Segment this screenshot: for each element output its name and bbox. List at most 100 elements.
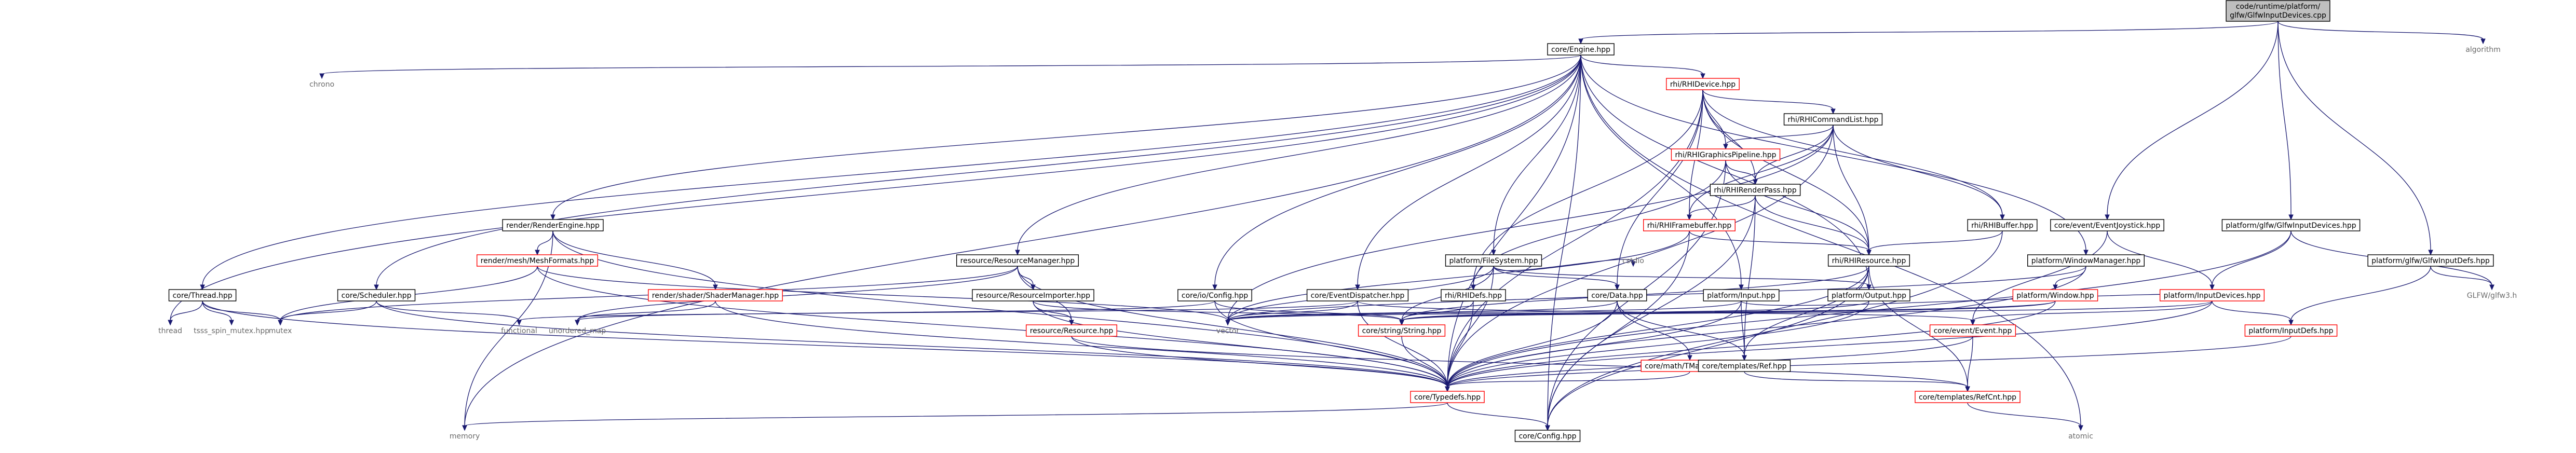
node-resimp[interactable]: resource/ResourceImporter.hpp [972, 289, 1094, 301]
node-label: core/templates/RefCnt.hpp [1919, 393, 2016, 402]
node-refcnt[interactable]: core/templates/RefCnt.hpp [1915, 391, 2021, 403]
node-label: resource/Resource.hpp [1030, 327, 1114, 335]
edge-meshfmt-to-typedefs [537, 266, 1450, 392]
edge-engine-to-scheduler [374, 54, 1581, 291]
node-label: core/Data.hpp [1591, 292, 1643, 300]
edge-rhidevice-to-typedefs [1445, 89, 1703, 392]
edge-data-to-tmath [1617, 300, 1692, 361]
edge-data-to-vector [1225, 300, 1618, 326]
edge-root-to-algorithm [2277, 21, 2486, 45]
node-inputdefs[interactable]: platform/InputDefs.hpp [2244, 324, 2338, 337]
edge-root-to-glfwdefs [2277, 21, 2433, 256]
edge-tmath-to-typedefs [1445, 371, 1690, 392]
node-rhibuffer[interactable]: rhi/RHIBuffer.hpp [1967, 219, 2038, 231]
node-shadermgr[interactable]: render/shader/ShaderManager.hpp [648, 289, 783, 301]
node-rhidevice[interactable]: rhi/RHIDevice.hpp [1666, 78, 1740, 90]
node-label: chrono [309, 80, 334, 89]
node-label: platform/Input.hpp [1707, 292, 1775, 300]
node-glfw: GLFW/glfw3.h [2467, 292, 2517, 300]
edge-engine-to-resmgr [1015, 54, 1581, 256]
node-label: unordered_map [549, 327, 606, 335]
node-mutex: mutex [269, 327, 292, 335]
node-resres[interactable]: resource/Resource.hpp [1026, 324, 1117, 337]
node-engine[interactable]: core/Engine.hpp [1547, 43, 1615, 56]
node-label: resource/ResourceManager.hpp [960, 257, 1075, 265]
node-label: vector [1216, 327, 1240, 335]
edge-filesystem-to-cmdio [1493, 259, 1636, 271]
edge-engine-to-output [1580, 54, 1872, 291]
edge-scheduler-to-mutex [278, 300, 377, 326]
node-inputdev[interactable]: platform/InputDevices.hpp [2159, 289, 2265, 301]
node-ioconfig[interactable]: core/io/Config.hpp [1177, 289, 1252, 301]
node-label: rhi/RHIFramebuffer.hpp [1647, 222, 1732, 230]
edge-ioconfig-to-string [1214, 300, 1404, 326]
node-label: core/EventDispatcher.hpp [1311, 292, 1405, 300]
node-rhidefs[interactable]: rhi/RHIDefs.hpp [1441, 289, 1506, 301]
node-typedefs[interactable]: core/Typedefs.hpp [1410, 391, 1485, 403]
node-algorithm: algorithm [2465, 46, 2501, 54]
node-root[interactable]: code/runtime/platform/glfw/GlfwInputDevi… [2226, 0, 2330, 22]
node-filesystem[interactable]: platform/FileSystem.hpp [1445, 254, 1542, 267]
edge-inputdev-to-event [1970, 300, 2213, 326]
edge-rengine-to-meshfmt [535, 230, 553, 256]
node-umap: unordered_map [549, 327, 606, 335]
edge-glfwdefs-to-glfw [2430, 266, 2494, 291]
edge-engine-to-filesystem [1491, 54, 1581, 256]
edge-engine-to-rengine [550, 54, 1581, 221]
node-gpipeline[interactable]: rhi/RHIGraphicsPipeline.hpp [1671, 148, 1781, 161]
node-thread[interactable]: core/Thread.hpp [168, 289, 237, 301]
edge-glfwdev-to-inputdev [2209, 230, 2292, 291]
node-event[interactable]: core/event/Event.hpp [1929, 324, 2016, 337]
node-glfwdev[interactable]: platform/glfw/GlfwInputDevices.hpp [2221, 219, 2361, 231]
node-tsmutex: tsss_spin_mutex.hpp [194, 327, 269, 335]
node-label: algorithm [2465, 46, 2501, 54]
node-label: atomic [2068, 432, 2093, 441]
edge-rhibuffer-to-rhires [1866, 230, 2003, 256]
edge-typedefs-to-config [1447, 402, 1550, 431]
edge-engine-to-ioconfig [1212, 54, 1581, 291]
node-vector: vector [1216, 327, 1240, 335]
edge-gpipeline-to-renderpass [1725, 160, 1758, 185]
node-renderpass[interactable]: rhi/RHIRenderPass.hpp [1710, 184, 1801, 196]
edge-scheduler-to-functional [376, 300, 522, 326]
edge-engine-to-memory [462, 54, 1581, 431]
node-label: rhi/RHIResource.hpp [1832, 257, 1906, 265]
node-scheduler[interactable]: core/Scheduler.hpp [337, 289, 416, 301]
node-meshfmt[interactable]: render/mesh/MeshFormats.hpp [476, 254, 599, 267]
node-window[interactable]: platform/Window.hpp [2012, 289, 2098, 301]
edge-resres-to-refcnt [1071, 336, 1970, 392]
edge-thread-to-typedefs [202, 300, 1450, 392]
node-cmdlist[interactable]: rhi/RHICommandList.hpp [1783, 113, 1883, 126]
node-output[interactable]: platform/Output.hpp [1827, 289, 1910, 301]
node-rhires[interactable]: rhi/RHIResource.hpp [1827, 254, 1910, 267]
node-string[interactable]: core/string/String.hpp [1358, 324, 1446, 337]
edge-rhidevice-to-cmdlist [1702, 89, 1836, 115]
node-ref[interactable]: core/templates/Ref.hpp [1698, 360, 1791, 372]
node-winmgr[interactable]: platform/WindowManager.hpp [2027, 254, 2145, 267]
node-label: render/shader/ShaderManager.hpp [652, 292, 779, 300]
node-rengine[interactable]: render/RenderEngine.hpp [502, 219, 604, 231]
edge-engine-to-input [1580, 54, 1744, 291]
edge-rengine-to-shadermgr [552, 230, 718, 291]
node-resmgr[interactable]: resource/ResourceManager.hpp [956, 254, 1079, 267]
node-config[interactable]: core/Config.hpp [1514, 430, 1581, 442]
edge-dispatcher-to-event [1357, 300, 1975, 326]
node-joystick[interactable]: core/event/EventJoystick.hpp [2050, 219, 2164, 231]
edge-string-to-typedefs [1401, 336, 1450, 392]
edge-glfwdefs-to-inputdefs [2288, 266, 2431, 326]
node-cmdio: cstdio [1622, 257, 1644, 265]
edge-engine-to-thread [200, 54, 1581, 291]
node-label: tsss_spin_mutex.hpp [194, 327, 269, 335]
node-input[interactable]: platform/Input.hpp [1703, 289, 1780, 301]
edge-ioconfig-to-umap [575, 300, 1215, 326]
node-label: mutex [269, 327, 292, 335]
node-data[interactable]: core/Data.hpp [1587, 289, 1647, 301]
edge-engine-to-dispatcher [1355, 54, 1581, 291]
node-glfwdefs[interactable]: platform/glfw/GlfwInputDefs.hpp [2367, 254, 2494, 267]
node-framebuf[interactable]: rhi/RHIFramebuffer.hpp [1643, 219, 1736, 231]
node-dispatcher[interactable]: core/EventDispatcher.hpp [1306, 289, 1409, 301]
node-label: rhi/RHIDevice.hpp [1670, 80, 1736, 89]
node-label: glfw/GlfwInputDevices.cpp [2230, 11, 2326, 20]
node-label: core/string/String.hpp [1362, 327, 1442, 335]
edge-typedefs-to-memory [462, 402, 1448, 431]
